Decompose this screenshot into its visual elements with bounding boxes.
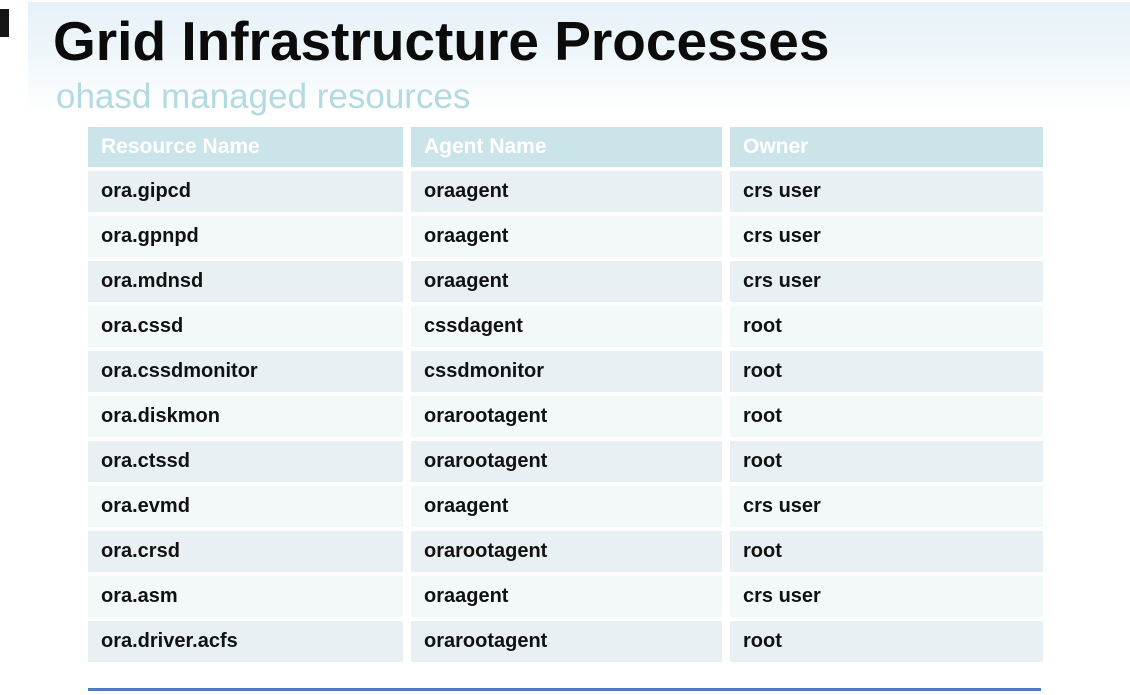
corner-notch bbox=[0, 9, 9, 37]
resource-name-cell: ora.driver.acfs bbox=[88, 621, 403, 662]
resource-name-cell: ora.cssd bbox=[88, 306, 403, 347]
agent-name-cell: orarootagent bbox=[411, 531, 722, 572]
owner-cell: root bbox=[730, 441, 1043, 482]
owner-cell: crs user bbox=[730, 261, 1043, 302]
resource-name-cell: ora.gipcd bbox=[88, 171, 403, 212]
owner-cell: crs user bbox=[730, 486, 1043, 527]
column-header-owner: Owner bbox=[730, 127, 1043, 167]
agent-name-cell: oraagent bbox=[411, 486, 722, 527]
column-header-agent-name: Agent Name bbox=[411, 127, 722, 167]
page-title: Grid Infrastructure Processes bbox=[53, 10, 830, 72]
agent-name-cell: cssdmonitor bbox=[411, 351, 722, 392]
page-subtitle: ohasd managed resources bbox=[56, 77, 471, 116]
resource-name-cell: ora.ctssd bbox=[88, 441, 403, 482]
footer-accent-line bbox=[88, 688, 1041, 691]
resource-name-cell: ora.gpnpd bbox=[88, 216, 403, 257]
owner-cell: crs user bbox=[730, 171, 1043, 212]
owner-cell: root bbox=[730, 306, 1043, 347]
agent-name-cell: oraagent bbox=[411, 261, 722, 302]
agent-name-cell: oraagent bbox=[411, 576, 722, 617]
owner-cell: root bbox=[730, 621, 1043, 662]
resource-name-cell: ora.cssdmonitor bbox=[88, 351, 403, 392]
owner-cell: root bbox=[730, 351, 1043, 392]
agent-name-cell: cssdagent bbox=[411, 306, 722, 347]
agent-name-cell: oraagent bbox=[411, 216, 722, 257]
resource-name-cell: ora.evmd bbox=[88, 486, 403, 527]
resource-name-cell: ora.crsd bbox=[88, 531, 403, 572]
agent-name-cell: orarootagent bbox=[411, 621, 722, 662]
owner-cell: crs user bbox=[730, 216, 1043, 257]
resource-name-cell: ora.diskmon bbox=[88, 396, 403, 437]
table-header-row: Resource Name Agent Name Owner bbox=[88, 127, 1043, 167]
top-gradient-band bbox=[28, 2, 1130, 120]
resource-table: Resource Name Agent Name Owner ora.gipcd… bbox=[88, 127, 1043, 666]
resource-name-cell: ora.mdnsd bbox=[88, 261, 403, 302]
owner-cell: root bbox=[730, 396, 1043, 437]
owner-cell: root bbox=[730, 531, 1043, 572]
agent-name-cell: orarootagent bbox=[411, 396, 722, 437]
owner-cell: crs user bbox=[730, 576, 1043, 617]
column-header-resource-name: Resource Name bbox=[88, 127, 403, 167]
agent-name-cell: orarootagent bbox=[411, 441, 722, 482]
resource-name-cell: ora.asm bbox=[88, 576, 403, 617]
agent-name-cell: oraagent bbox=[411, 171, 722, 212]
